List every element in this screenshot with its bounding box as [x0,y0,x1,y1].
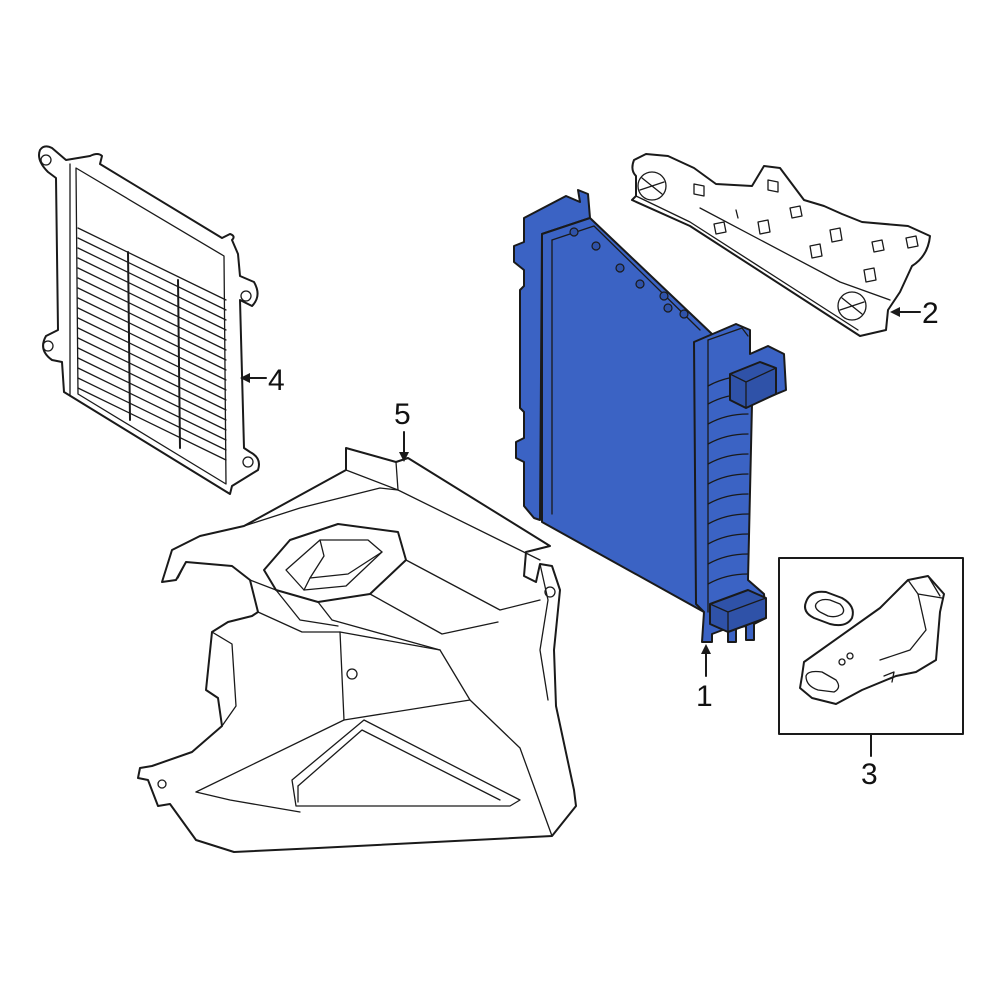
callout-1: 1 [696,644,713,713]
callout-1-label: 1 [696,680,713,713]
condenser-fins [77,227,227,461]
callout-4-label: 4 [268,364,285,397]
callout-2-label: 2 [922,297,939,330]
callout-5: 5 [394,398,411,462]
part-3-grommet [804,590,854,627]
callout-3: 3 [861,733,878,791]
callout-3-label: 3 [861,758,878,791]
callout-5-label: 5 [394,398,411,431]
callout-4: 4 [240,364,285,397]
radiator-top-holes [569,227,689,319]
part-3-inset[interactable] [778,557,964,735]
callout-2: 2 [890,297,939,330]
part-3-bracket [799,575,945,705]
part-1-radiator[interactable] [513,189,787,643]
part-4-condenser[interactable] [38,145,260,495]
part-5-air-duct[interactable] [137,447,577,853]
part-2-upper-bracket[interactable] [631,153,931,337]
